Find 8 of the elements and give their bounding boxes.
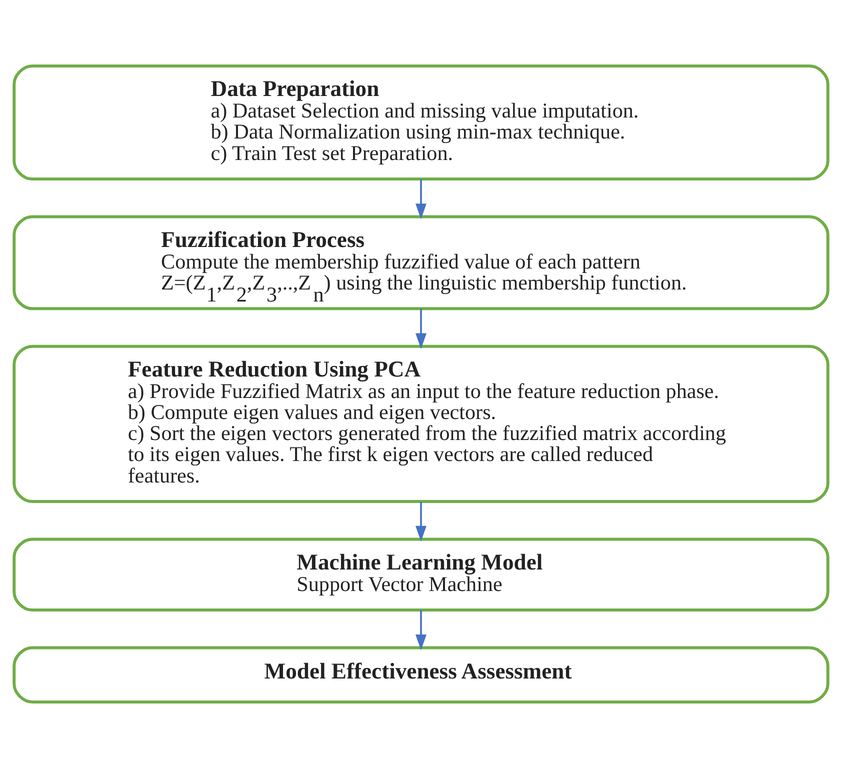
node-box: Feature Reduction Using PCA a) Provide Fuzzified Matrix as an input to the feature reduction phase. b) Compute eigen values and eigen vectors. c) Sort the eigen vectors generated from the fuzzified matrix according to its eigen values. The first k eigen vectors are called reduced features.: [12, 344, 830, 503]
node-box: Data Preparation a) Dataset Selection and missing value imputation. b) Data Normalization using min-max technique. c) Train Test set Preparation.: [12, 64, 830, 180]
node-box: Machine Learning Model Support Vector Machine: [12, 537, 830, 612]
arrow: [416, 610, 426, 650]
node-box: Model Effectiveness Assessment: [12, 646, 830, 703]
arrow: [416, 501, 426, 542]
arrow: [416, 308, 426, 348]
arrow: [416, 178, 426, 219]
